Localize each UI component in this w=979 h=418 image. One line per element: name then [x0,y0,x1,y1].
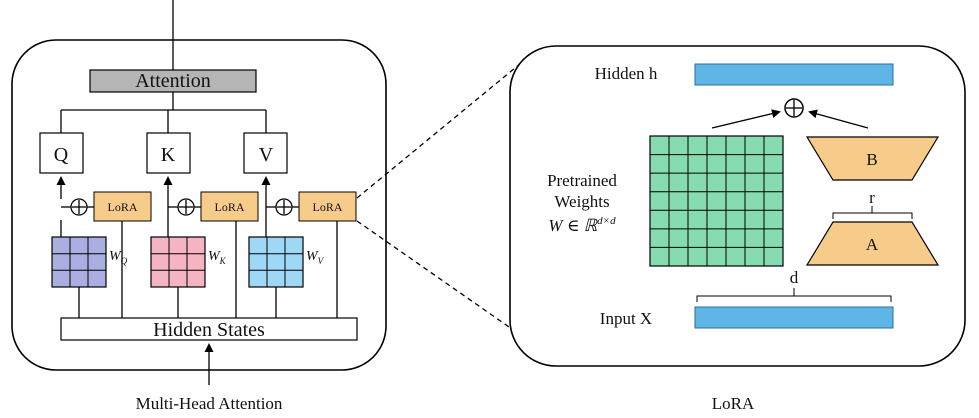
lora-box-q [93,191,152,222]
k-label: K [161,144,176,166]
column-q: LoRA WQ [51,191,152,318]
v-label: V [259,144,274,166]
input-x-label: Input X [600,309,652,328]
arrow-pretrained-to-sum [711,109,781,129]
w-k-grid [150,236,206,288]
d-label: d [790,268,799,287]
hidden-states-label: Hidden States [153,319,265,341]
lora-box-v [298,191,357,222]
hidden-states-box [60,317,358,341]
pretrained-label-2: Weights [554,192,609,211]
lora-box-k [200,191,259,222]
arrow-b-to-sum [808,109,869,129]
v-box [243,132,288,174]
attention-label: Attention [135,70,211,92]
w-q-label: WQ [109,249,128,266]
lora-caption: LoRA [712,394,755,413]
lora-panel: Hidden h Pretrained Weights W ∈ ℝd×d [509,45,966,367]
column-v: LoRA WV [248,191,357,318]
b-matrix [805,136,940,181]
a-matrix [805,221,940,266]
mha-caption: Multi-Head Attention [136,394,283,413]
lora-label-q: LoRA [108,200,138,214]
w-v-grid [248,236,304,288]
pretrained-label-1: Pretrained [547,171,617,190]
pretrained-formula: W ∈ ℝd×d [548,215,616,235]
hidden-h-label: Hidden h [595,64,658,83]
column-k: LoRA WK [150,191,259,318]
k-box [146,132,191,174]
hidden-h-bar [694,63,894,86]
q-label: Q [54,144,69,166]
b-label: B [866,150,877,169]
pretrained-weight-grid [649,135,784,267]
mha-panel: Attention Q K V LoRA [11,0,387,385]
r-label: r [869,188,875,207]
w-k-label: WK [208,249,227,266]
zoom-line-top [356,53,533,199]
w-v-label: WV [306,249,325,266]
lora-label-k: LoRA [215,200,245,214]
input-x-bar [694,306,894,329]
w-q-grid [51,236,107,288]
q-box [39,132,84,174]
a-label: A [866,235,879,254]
lora-label-v: LoRA [313,200,343,214]
